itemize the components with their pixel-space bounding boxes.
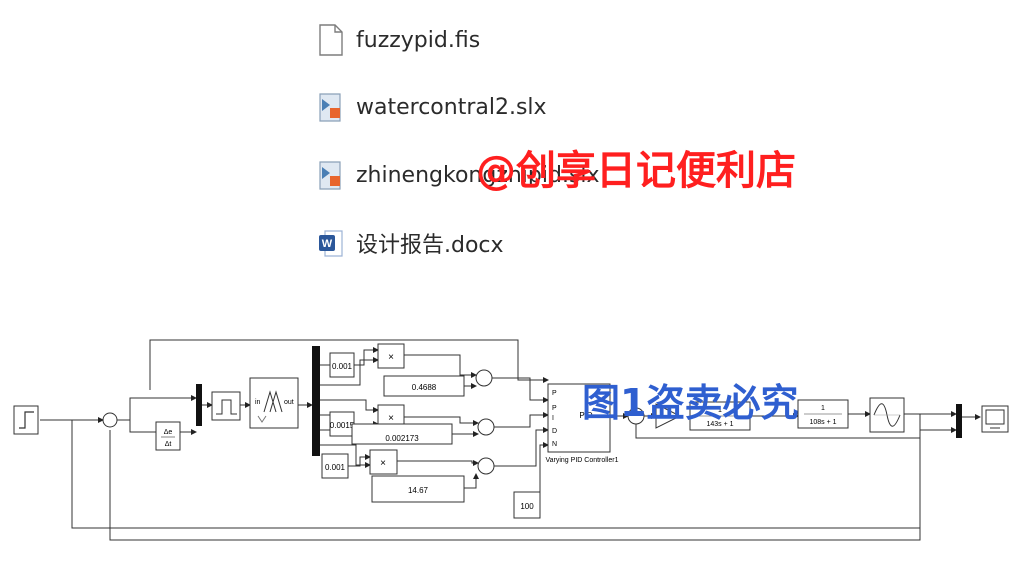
svg-text:Δe: Δe	[164, 429, 173, 436]
scope-icon[interactable]	[981, 405, 1009, 433]
file-item-zhinengkongzhipid[interactable]: zhinengkongzhipid.slx	[318, 157, 600, 193]
transfer-function-block-1[interactable]: 1 143s + 1	[689, 401, 751, 431]
constant-block-3[interactable]: 0.001	[321, 453, 349, 479]
svg-text:×: ×	[380, 458, 386, 469]
gain-block-1[interactable]: 0.4688	[383, 375, 465, 397]
sum-block-p[interactable]	[475, 369, 493, 387]
pid-caption: Varying PID Controller1	[545, 457, 618, 464]
svg-text:PID: PID	[579, 411, 593, 420]
sum-block-d[interactable]	[477, 457, 495, 475]
file-name: zhinengkongzhipid.slx	[356, 162, 600, 188]
svg-text:0.0015: 0.0015	[330, 421, 355, 430]
watermark-top: @创享日记便利店	[476, 148, 796, 194]
constant-block-2[interactable]: 0.0015	[329, 411, 355, 437]
svg-text:0.4688: 0.4688	[412, 383, 437, 392]
sine-wave-block[interactable]	[869, 397, 905, 433]
svg-text:0.001: 0.001	[325, 463, 346, 472]
svg-text:N: N	[552, 441, 557, 448]
sum-block[interactable]	[102, 412, 118, 428]
product-block-3[interactable]: ×	[369, 449, 398, 475]
demux-block[interactable]	[312, 346, 320, 456]
mux-block-2[interactable]	[956, 404, 962, 438]
svg-text:out: out	[284, 399, 294, 406]
file-item-design-report[interactable]: W 设计报告.docx	[318, 225, 504, 261]
svg-text:0.001: 0.001	[332, 362, 353, 371]
file-item-watercontral2[interactable]: watercontral2.slx	[318, 89, 547, 125]
word-document-icon: W	[318, 227, 344, 259]
svg-text:0.002173: 0.002173	[385, 434, 419, 443]
watermark-diagram: 图1盗卖必究	[582, 381, 799, 425]
svg-text:P: P	[552, 405, 557, 412]
constant-block-n[interactable]: 100	[513, 491, 541, 519]
simulink-model-icon	[318, 159, 344, 191]
product-block-1[interactable]: ×	[377, 343, 405, 369]
file-item-fuzzypid[interactable]: fuzzypid.fis	[318, 22, 480, 58]
fuzzy-logic-controller-block[interactable]: in out	[249, 377, 299, 429]
svg-text:1: 1	[821, 405, 825, 412]
derivative-block[interactable]: Δe Δt	[155, 421, 181, 451]
svg-text:I: I	[552, 415, 554, 422]
svg-text:Δt: Δt	[165, 441, 172, 448]
file-name: watercontral2.slx	[356, 94, 547, 120]
svg-text:P: P	[552, 390, 557, 397]
svg-text:in: in	[255, 399, 261, 406]
svg-text:108s + 1: 108s + 1	[809, 419, 836, 426]
simulink-diagram: Δe Δt in out 0.001 0.0015 0.001 × ×	[13, 339, 1009, 541]
gain-block-3[interactable]: 14.67	[371, 475, 465, 503]
svg-text:×: ×	[388, 413, 394, 424]
svg-text:100: 100	[520, 502, 534, 511]
transfer-function-block-2[interactable]: 1 108s + 1	[797, 399, 849, 429]
simulink-model-icon	[318, 91, 344, 123]
svg-text:×: ×	[388, 352, 394, 363]
varying-pid-controller-block[interactable]: P P I D N PID Varying PID Controller1	[545, 383, 619, 464]
svg-text:D: D	[552, 428, 557, 435]
svg-text:143s + 1: 143s + 1	[706, 421, 733, 428]
document-icon	[318, 24, 344, 56]
svg-text:1: 1	[718, 407, 722, 414]
sum-block-i[interactable]	[477, 418, 495, 436]
svg-text:W: W	[322, 238, 333, 250]
step-source-block[interactable]	[13, 405, 39, 435]
mux-block[interactable]	[196, 384, 202, 426]
saturation-block[interactable]	[211, 391, 241, 421]
constant-block-1[interactable]: 0.001	[329, 352, 355, 378]
file-name: 设计报告.docx	[356, 233, 504, 258]
gain-triangle-block[interactable]	[655, 403, 682, 429]
svg-text:14.67: 14.67	[408, 486, 429, 495]
gain-block-2[interactable]: 0.002173	[351, 423, 453, 445]
file-name: fuzzypid.fis	[356, 27, 481, 53]
sum-block-out[interactable]	[627, 407, 645, 425]
